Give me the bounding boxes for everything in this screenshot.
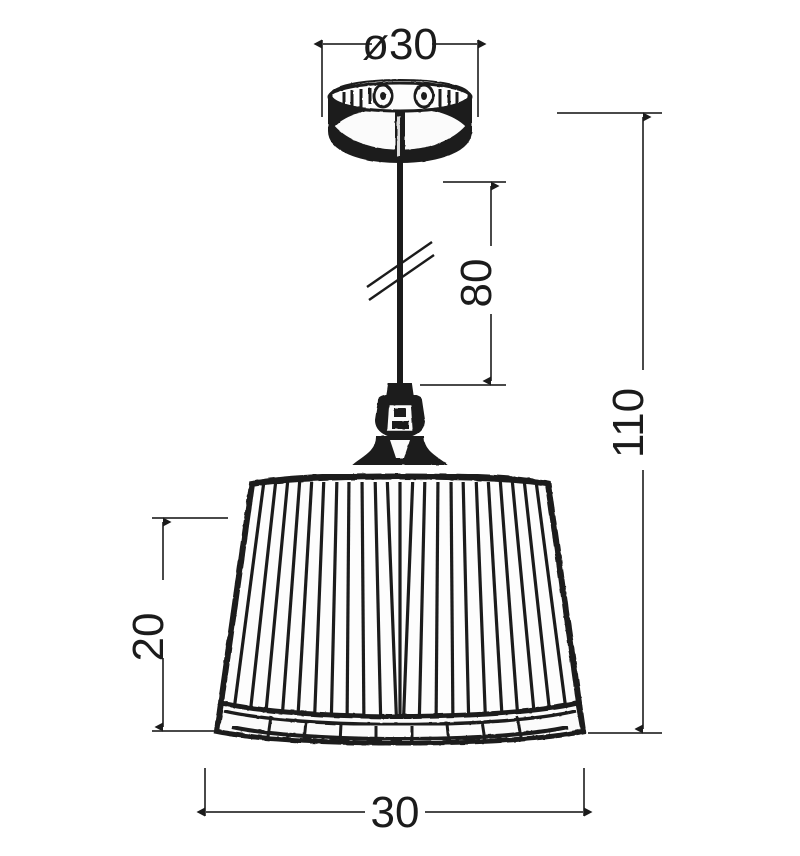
shade-pleats <box>229 482 571 734</box>
dimension-cord-drop: 80 <box>420 181 506 386</box>
shade-bottom-rim <box>214 699 586 746</box>
dimension-label-cord-drop: 80 <box>452 259 501 308</box>
ceiling-canopy <box>327 78 473 164</box>
dimension-total-height: 110 <box>557 112 662 734</box>
pleated-lampshade <box>213 472 587 746</box>
dimension-canopy-diameter: ø30 <box>313 20 487 117</box>
dimension-label-total-height: 110 <box>604 388 653 458</box>
dimension-label-shade-diameter: 30 <box>371 788 420 837</box>
dimension-label-shade-height: 20 <box>124 613 173 662</box>
cord-break-symbol <box>366 241 435 301</box>
dimension-label-canopy-diameter: ø30 <box>362 20 438 69</box>
lamp-socket-holder <box>352 383 448 465</box>
dimension-shade-height: 20 <box>124 517 228 732</box>
dimension-shade-diameter: 30 <box>196 768 593 837</box>
pendant-lamp-fixture <box>213 78 587 746</box>
